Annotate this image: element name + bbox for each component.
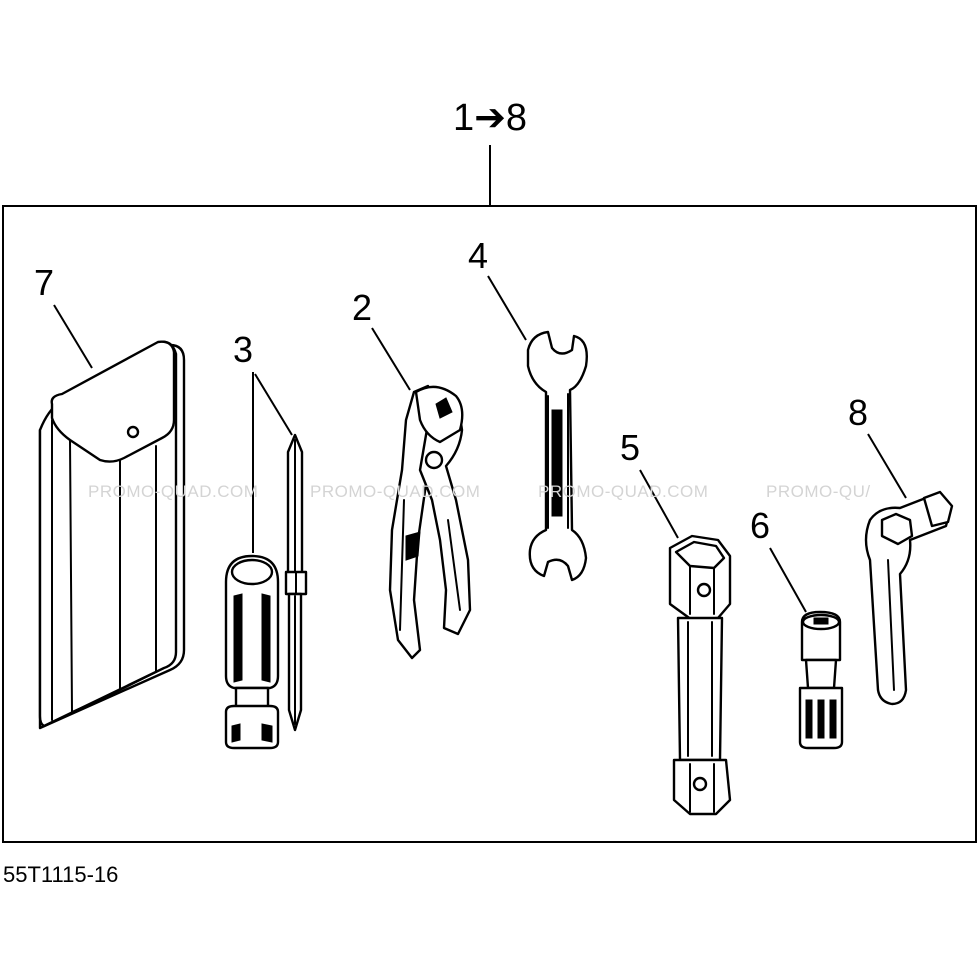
watermark-4: PROMO-QU/ [766,482,871,501]
figure-reference: 55T1115-16 [3,862,118,887]
watermark-2: PROMO-QUAD.COM [310,482,480,501]
diagram-frame [2,205,977,843]
header-label: 1➔8 [453,97,527,139]
pliers-drawing [388,384,472,660]
callout-8: 8 [848,392,868,433]
watermark-1: PROMO-QUAD.COM [88,482,258,501]
watermark-3: PROMO-QUAD.COM [538,482,708,501]
callout-4-leader [487,275,527,341]
callout-3-leader-b [254,373,293,436]
screwdriver-bit-drawing [284,433,308,732]
callout-2: 2 [352,287,372,328]
socket-extension-drawing [798,610,844,750]
callout-7-leader [53,304,93,369]
tool-bag-drawing [38,340,186,730]
spark-plug-wrench-drawing [668,534,732,816]
callout-7: 7 [34,262,54,303]
open-end-wrench-drawing [526,330,588,582]
callout-4: 4 [468,235,488,276]
callout-6-leader [769,547,807,613]
callout-6: 6 [750,505,770,546]
callout-8-leader [867,433,907,499]
screwdriver-handle-drawing [224,554,280,750]
offset-wrench-drawing [864,490,954,706]
callout-5: 5 [620,427,640,468]
callout-3: 3 [233,329,253,370]
callout-2-leader [371,327,411,391]
callout-5-leader [639,469,679,539]
